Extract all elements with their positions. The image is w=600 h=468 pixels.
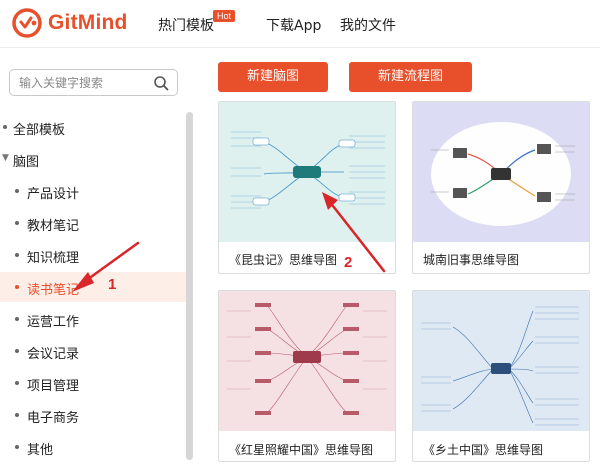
sidebar-item-label: 会议记录	[27, 347, 80, 362]
gitmind-logo[interactable]: GitMind	[12, 8, 128, 38]
sidebar-item-meeting-notes[interactable]: 会议记录	[0, 336, 186, 366]
sidebar-item-label: 项目管理	[27, 379, 80, 394]
template-card-red-star[interactable]: 《红星照耀中国》思维导图	[218, 290, 396, 462]
sidebar-item-knowledge[interactable]: 知识梳理	[0, 240, 186, 270]
sidebar-item-reading-notes[interactable]: 读书笔记	[0, 272, 186, 302]
template-title: 《乡土中国》思维导图	[423, 443, 544, 457]
bullet-icon	[15, 253, 19, 257]
bullet-icon	[15, 381, 19, 385]
sidebar-scrollbar[interactable]	[186, 112, 193, 460]
new-flowchart-button[interactable]: 新建流程图	[349, 62, 472, 92]
bullet-icon	[15, 349, 19, 353]
bullet-icon	[15, 285, 19, 289]
nav-hot-templates[interactable]: 热门模板	[158, 18, 214, 34]
mindmap-thumbnail	[413, 102, 589, 242]
sidebar-item-all-templates[interactable]: 全部模板	[0, 112, 186, 142]
sidebar-item-label: 运营工作	[27, 315, 80, 330]
sidebar-item-other[interactable]: 其他	[0, 432, 186, 462]
bullet-icon	[15, 221, 19, 225]
caret-down-icon: ▼	[2, 153, 9, 163]
bullet-icon	[15, 189, 19, 193]
sidebar-item-label: 产品设计	[27, 187, 80, 202]
nav-my-files[interactable]: 我的文件	[340, 18, 396, 34]
template-card-chengnan[interactable]: 城南旧事思维导图	[412, 101, 590, 274]
hot-badge: Hot	[213, 10, 236, 22]
sidebar-item-ecommerce[interactable]: 电子商务	[0, 400, 186, 430]
bullet-icon	[15, 413, 19, 417]
mindmap-thumbnail	[219, 291, 395, 431]
sidebar-item-label: 脑图	[13, 155, 40, 170]
nav-download-app[interactable]: 下载App	[266, 18, 322, 34]
sidebar-item-label: 知识梳理	[27, 251, 80, 266]
search-box	[9, 69, 178, 96]
template-card-insects[interactable]: 《昆虫记》思维导图	[218, 101, 396, 274]
new-mindmap-button[interactable]: 新建脑图	[218, 62, 328, 92]
mindmap-thumbnail	[219, 102, 395, 242]
sidebar-item-textbook-notes[interactable]: 教材笔记	[0, 208, 186, 238]
sidebar-item-product-design[interactable]: 产品设计	[0, 176, 186, 206]
annotation-label-2: 2	[344, 254, 353, 271]
template-title: 城南旧事思维导图	[423, 253, 520, 267]
mindmap-thumbnail	[413, 291, 589, 431]
sidebar-item-label: 读书笔记	[27, 283, 80, 298]
template-card-rural-china[interactable]: 《乡土中国》思维导图	[412, 290, 590, 462]
sidebar-item-label: 全部模板	[13, 123, 66, 138]
sidebar-item-label: 教材笔记	[27, 219, 80, 234]
sidebar-item-label: 其他	[27, 443, 54, 458]
bullet-icon	[15, 445, 19, 449]
bullet-icon	[3, 125, 7, 129]
sidebar-item-project-management[interactable]: 项目管理	[0, 368, 186, 398]
sidebar-item-operations[interactable]: 运营工作	[0, 304, 186, 334]
sidebar-item-label: 电子商务	[27, 411, 80, 426]
search-icon[interactable]	[153, 75, 169, 91]
sidebar-item-mindmap[interactable]: ▼ 脑图	[0, 144, 186, 174]
template-title: 《红星照耀中国》思维导图	[229, 443, 374, 457]
logo-text: GitMind	[48, 11, 128, 34]
annotation-label-1: 1	[108, 276, 117, 293]
search-input[interactable]	[19, 75, 149, 91]
bullet-icon	[15, 317, 19, 321]
template-title: 《昆虫记》思维导图	[229, 253, 338, 267]
top-header: GitMind 热门模板 Hot 下载App 我的文件	[0, 0, 600, 48]
gitmind-logo-icon	[12, 8, 42, 38]
